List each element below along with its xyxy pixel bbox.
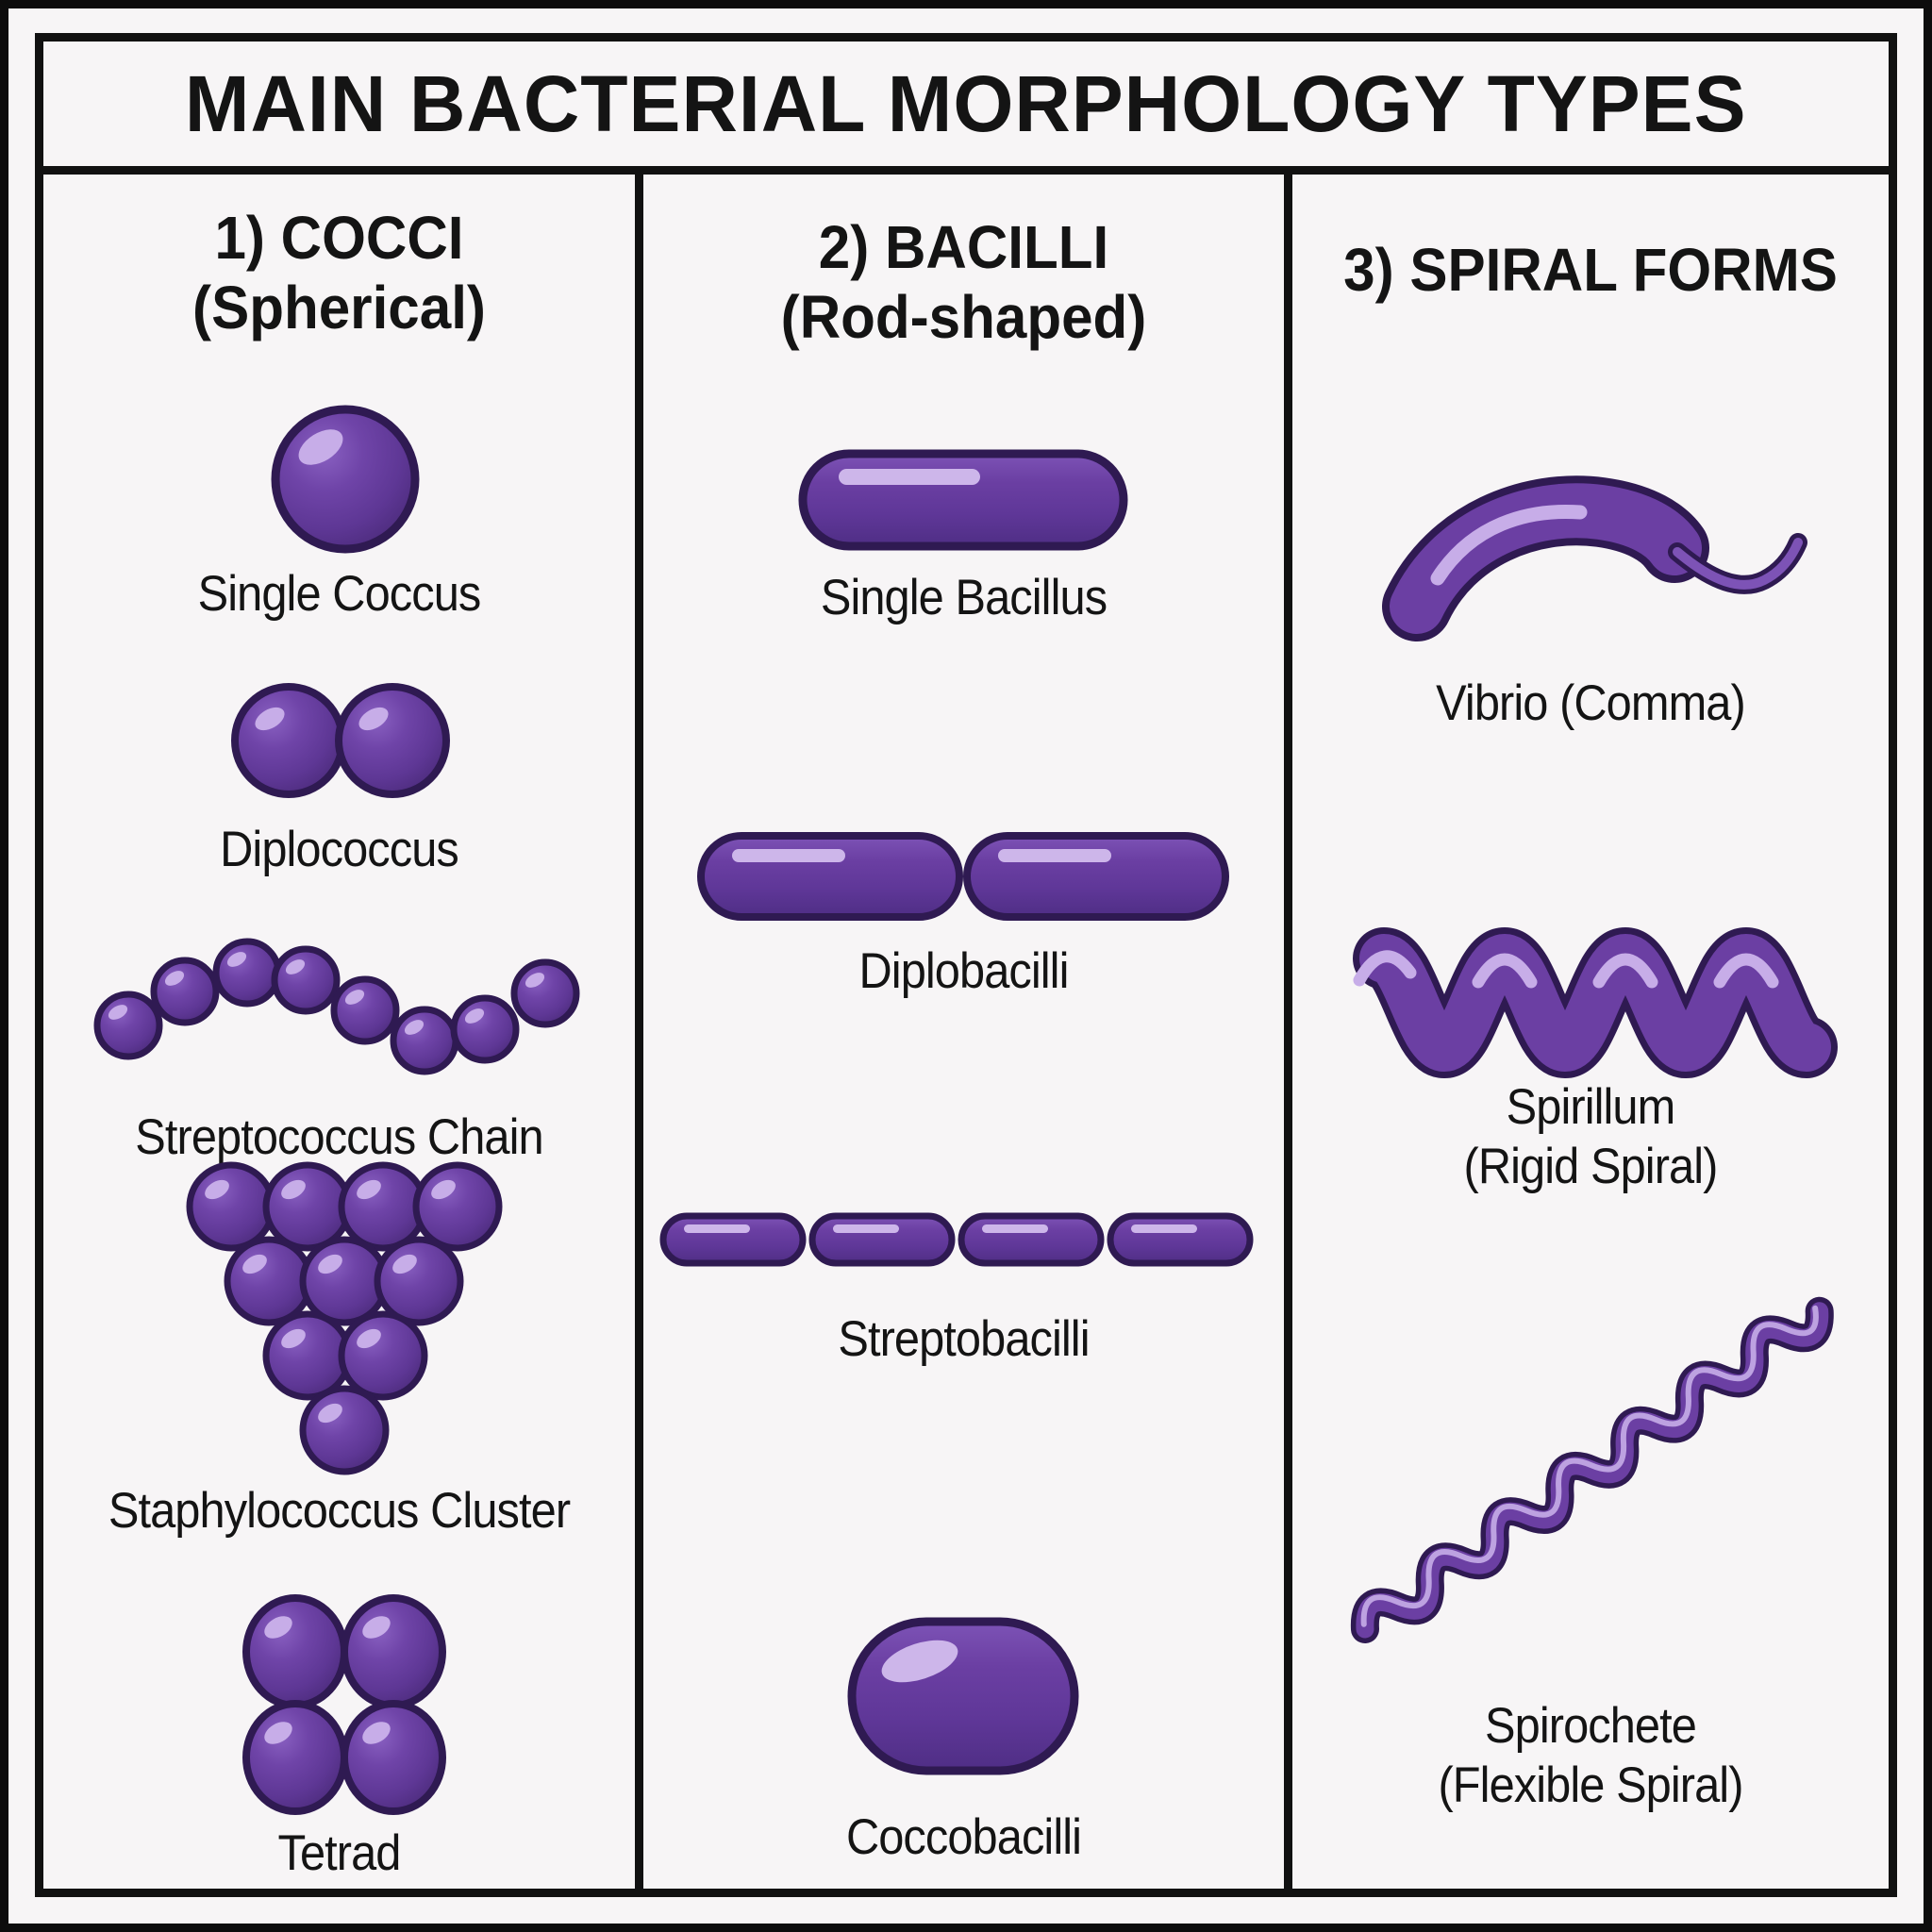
spirillum-figure (1344, 901, 1839, 1105)
column-cocci: 1) COCCI (Spherical) Single Coccus (43, 175, 635, 1889)
spirochete-label-line1: Spirochete (1485, 1698, 1697, 1754)
streptococcus-chain-label: Streptococcus Chain (135, 1109, 543, 1165)
streptobacilli-label: Streptobacilli (838, 1311, 1090, 1367)
column-spiral-forms: 3) SPIRAL FORMS Vibrio (Comma) (1292, 175, 1889, 1889)
spiral-forms-header-line1: 3) SPIRAL FORMS (1343, 236, 1838, 304)
columns-container: 1) COCCI (Spherical) Single Coccus (43, 175, 1889, 1889)
title-bar: MAIN BACTERIAL MORPHOLOGY TYPES (43, 42, 1889, 175)
single-bacillus-label: Single Bacillus (820, 570, 1108, 625)
streptococcus-chain-figure (91, 935, 600, 1086)
single-coccus-figure (268, 402, 423, 557)
column-bacilli: 2) BACILLI (Rod-shaped) Single Bacillus (635, 175, 1292, 1889)
spirillum-label-line2: (Rigid Spiral) (1463, 1138, 1719, 1194)
single-bacillus-figure (797, 448, 1129, 552)
coccobacilli-figure (846, 1616, 1080, 1776)
bacilli-header-line2: (Rod-shaped) (780, 283, 1147, 352)
cocci-header-line2: (Spherical) (192, 274, 486, 342)
coccobacilli-label: Coccobacilli (845, 1809, 1082, 1865)
vibrio-figure (1382, 458, 1813, 656)
bacilli-header: 2) BACILLI (Rod-shaped) (662, 212, 1264, 352)
staphylococcus-cluster-figure (184, 1159, 505, 1474)
cocci-header: 1) COCCI (Spherical) (61, 203, 617, 342)
cocci-header-line1: 1) COCCI (214, 204, 464, 272)
staphylococcus-cluster-label: Staphylococcus Cluster (108, 1483, 571, 1539)
streptobacilli-figure (659, 1209, 1267, 1270)
spirochete-label-line2: (Flexible Spiral) (1438, 1757, 1743, 1813)
spirochete-label: Spirochete (Flexible Spiral) (1316, 1697, 1864, 1815)
diplococcus-figure (226, 678, 453, 803)
tetrad-figure (239, 1593, 450, 1816)
diagram-table: MAIN BACTERIAL MORPHOLOGY TYPES 1) COCCI… (35, 33, 1897, 1897)
single-coccus-label: Single Coccus (197, 566, 482, 622)
spiral-forms-header: 3) SPIRAL FORMS (1310, 235, 1871, 305)
vibrio-label: Vibrio (Comma) (1436, 675, 1746, 731)
tetrad-label: Tetrad (277, 1825, 401, 1881)
bacilli-header-line1: 2) BACILLI (818, 213, 1109, 281)
spirochete-figure (1350, 1296, 1842, 1674)
diplococcus-label: Diplococcus (220, 822, 459, 877)
spirillum-label: Spirillum (Rigid Spiral) (1316, 1078, 1864, 1196)
diplobacilli-label: Diplobacilli (858, 943, 1069, 999)
spirillum-label-line1: Spirillum (1506, 1079, 1676, 1135)
page-title: MAIN BACTERIAL MORPHOLOGY TYPES (185, 58, 1747, 148)
diplobacilli-figure (696, 829, 1230, 924)
